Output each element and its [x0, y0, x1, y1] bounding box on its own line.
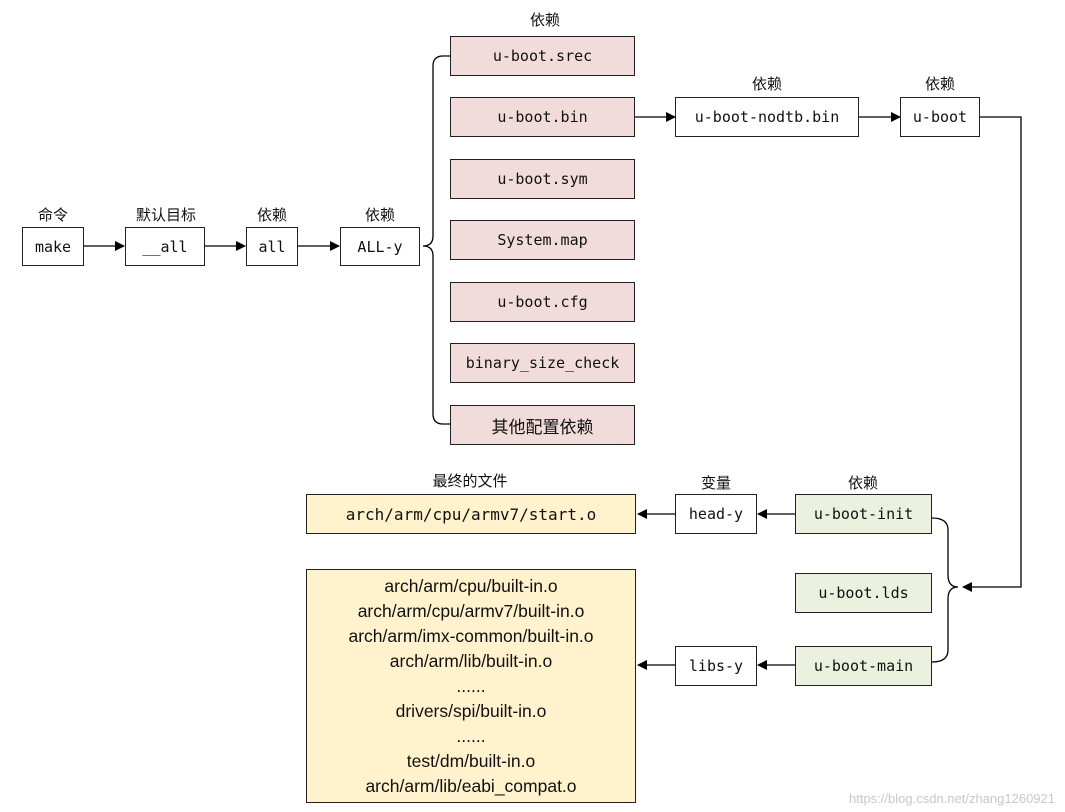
- libs-object-list: arch/arm/cpu/built-in.o arch/arm/cpu/arm…: [306, 569, 636, 803]
- node-other-deps: 其他配置依赖: [450, 405, 635, 445]
- watermark: https://blog.csdn.net/zhang1260921: [849, 791, 1055, 806]
- node-uboot-main: u-boot-main: [795, 646, 932, 686]
- list-item: arch/arm/cpu/built-in.o: [384, 575, 558, 596]
- node-system-map: System.map: [450, 220, 635, 260]
- label-default-target: 默认目标: [135, 206, 196, 224]
- list-item: ......: [456, 725, 486, 746]
- node-uboot-init: u-boot-init: [795, 494, 932, 534]
- list-item: drivers/spi/built-in.o: [395, 700, 547, 721]
- list-item: arch/arm/lib/built-in.o: [389, 650, 553, 671]
- label-dep-init: 依赖: [847, 474, 878, 492]
- list-item: ......: [456, 675, 486, 696]
- node-start-o: arch/arm/cpu/armv7/start.o: [306, 494, 636, 534]
- node-uboot-lds: u-boot.lds: [795, 573, 932, 613]
- node-uboot: u-boot: [900, 97, 980, 137]
- node-uboot-nodtb-bin: u-boot-nodtb.bin: [675, 97, 859, 137]
- node-head-y: head-y: [675, 494, 757, 534]
- list-item: arch/arm/imx-common/built-in.o: [348, 625, 594, 646]
- node-libs-y: libs-y: [675, 646, 757, 686]
- node-all-y: ALL-y: [340, 227, 420, 266]
- node-all: all: [246, 227, 298, 266]
- label-dep-top: 依赖: [529, 11, 560, 29]
- label-dep-all: 依赖: [256, 206, 287, 224]
- node-uboot-srec: u-boot.srec: [450, 36, 635, 76]
- label-dep-nodtb: 依赖: [751, 75, 782, 93]
- list-item: arch/arm/lib/eabi_compat.o: [365, 775, 577, 796]
- arrow-uboot-to-brace: [962, 116, 1022, 592]
- node-make: make: [22, 227, 84, 266]
- brace-uboot-deps: [931, 517, 959, 663]
- node-binary-size-check: binary_size_check: [450, 343, 635, 383]
- node-uboot-sym: u-boot.sym: [450, 159, 635, 199]
- label-dep-all-y: 依赖: [364, 206, 395, 224]
- list-item: arch/arm/cpu/armv7/built-in.o: [357, 600, 585, 621]
- label-command: 命令: [37, 206, 68, 224]
- brace-all-y-deps: [422, 55, 450, 425]
- label-final-file: 最终的文件: [432, 472, 508, 490]
- node-all-default: __all: [125, 227, 205, 266]
- label-dep-uboot: 依赖: [924, 75, 955, 93]
- node-uboot-cfg: u-boot.cfg: [450, 282, 635, 322]
- node-uboot-bin: u-boot.bin: [450, 97, 635, 137]
- label-variable: 变量: [700, 474, 731, 492]
- list-item: test/dm/built-in.o: [406, 750, 536, 771]
